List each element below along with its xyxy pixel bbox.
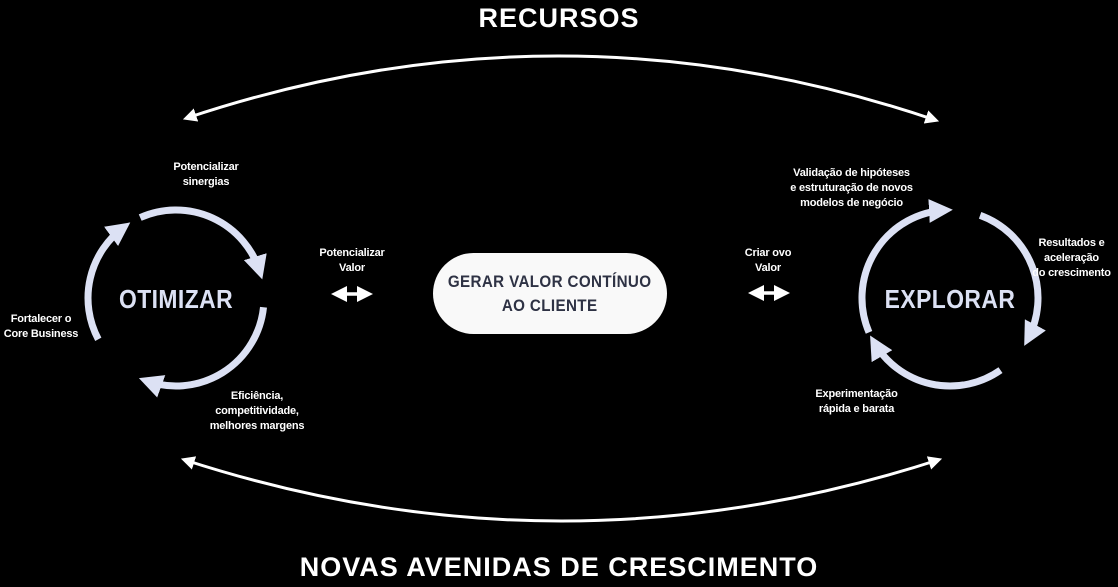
note-experimentacao-rapida: Experimentação rápida e barata	[815, 388, 898, 415]
note-eficiencia-competitividade: Eficiência, competitividade, melhores ma…	[209, 390, 305, 432]
note-potencializar-valor: Potencializar Valor	[319, 247, 385, 274]
top-title: RECURSOS	[478, 3, 640, 33]
recursos-curve-arrow-icon	[182, 54, 940, 124]
explorar-cycle-arrows-icon	[858, 199, 1046, 390]
bottom-title: NOVAS AVENIDAS DE CRESCIMENTO	[299, 552, 819, 582]
crescimento-curve-arrow-icon	[180, 456, 943, 523]
note-fortalecer-core-business: Fortalecer o Core Business	[3, 313, 79, 340]
explorar-label: EXPLORAR	[884, 284, 1016, 314]
center-pill: GERAR VALOR CONTÍNUO AO CLIENTE	[433, 253, 667, 334]
otimizar-arc-top-icon	[138, 206, 267, 280]
otimizar-cycle-arrows-icon	[84, 206, 267, 398]
explorar-arc-left-icon	[858, 199, 953, 334]
explorar-arc-bottom-icon	[870, 335, 1003, 390]
note-potencializar-sinergias: Potencializar sinergias	[173, 161, 239, 188]
note-resultados-aceleracao: Resultados e aceleração do crescimento	[1032, 237, 1111, 279]
note-criar-novo-valor: Criar ovo Valor	[744, 247, 792, 274]
otimizar-arc-bottom-icon	[138, 306, 267, 398]
center-pill-label: GERAR VALOR CONTÍNUO AO CLIENTE	[448, 272, 652, 315]
otimizar-label: OTIMIZAR	[118, 284, 234, 314]
otimizar-arc-left-icon	[84, 222, 131, 341]
note-validacao-hipoteses: Validação de hipóteses e estruturação de…	[790, 167, 913, 209]
explorar-arc-right-icon	[978, 212, 1046, 346]
